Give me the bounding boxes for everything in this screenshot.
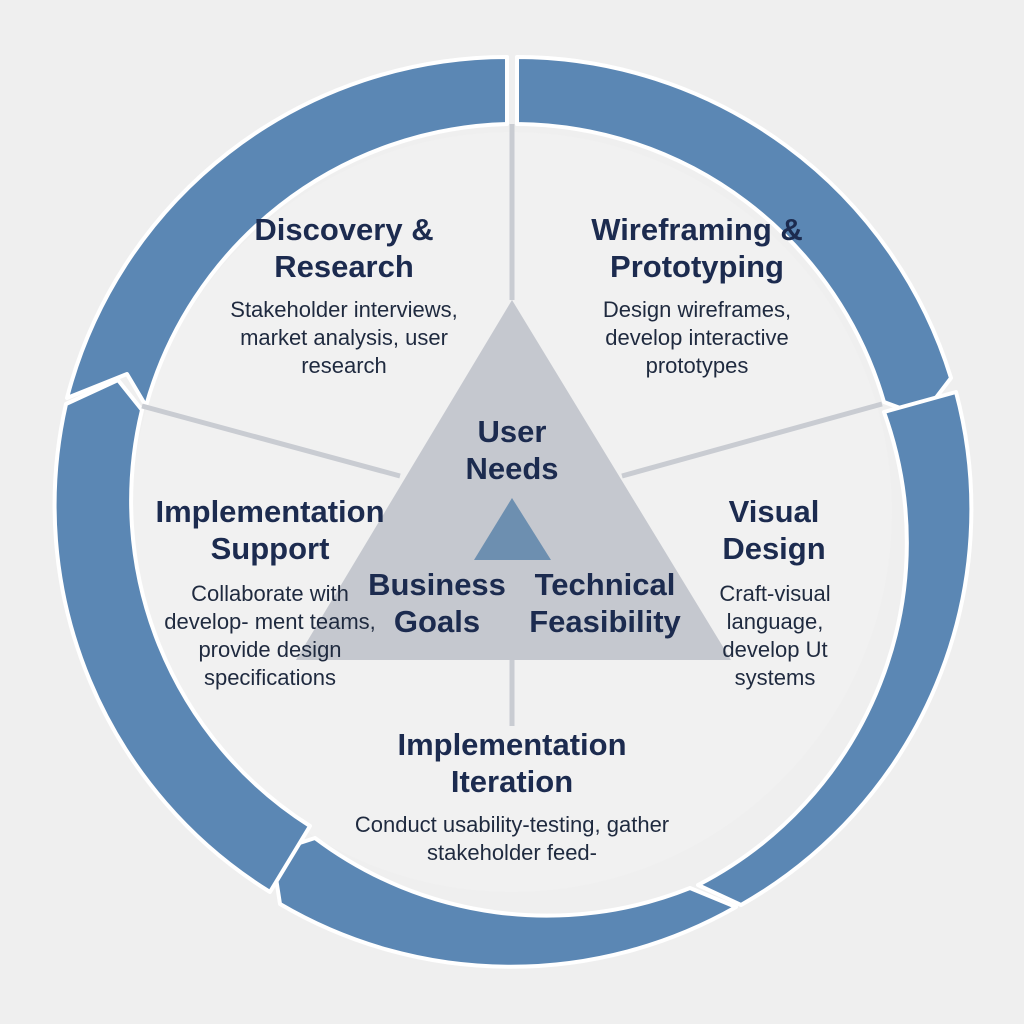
center-label-business-goals: Business Goals	[368, 567, 506, 639]
stage-title-implementation-support: Implementation Support	[155, 494, 385, 566]
stage-title-wireframing-prototyping: Wireframing & Prototyping	[591, 212, 803, 284]
center-label-technical-feasibility: Technical Feasibility	[529, 567, 681, 639]
center-label-user-needs: User Needs	[465, 414, 559, 486]
inner-triangle	[474, 498, 551, 560]
ring-arrow-right	[696, 390, 974, 907]
stage-desc-wireframing-prototyping: Design wireframes, develop interactive p…	[602, 297, 792, 378]
stage-desc-implementation-support: Collaborate with develop- ment teams, pr…	[164, 581, 376, 690]
ring-arrow-top-left	[65, 55, 509, 408]
stage-desc-visual-design: Craft-visual language, develop Ut system…	[719, 581, 831, 690]
stage-title-discovery-research: Discovery & Research	[254, 212, 434, 284]
ring-arrow-left	[52, 378, 312, 894]
stage-desc-discovery-research: Stakeholder interviews, market analysis,…	[230, 297, 458, 378]
divider-left	[141, 403, 401, 479]
stage-title-visual-design: Visual Design	[722, 494, 826, 566]
stage-desc-implementation-iteration: Conduct usability-testing, gather stakeh…	[354, 812, 670, 865]
center-triangle	[296, 300, 731, 660]
stage-title-implementation-iteration: Implementation Iteration	[397, 727, 627, 799]
divider-right	[621, 401, 883, 479]
